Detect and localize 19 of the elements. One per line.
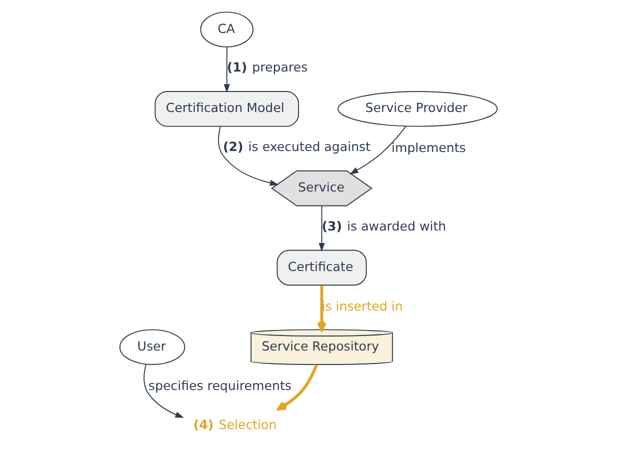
node-box: Certificate (276, 250, 367, 286)
edge-label: implements (391, 140, 466, 155)
edge-label: (2) is executed against (222, 138, 371, 154)
arrow (318, 206, 325, 252)
edge-label: (1) prepares (226, 60, 308, 75)
arrow (277, 364, 318, 410)
node-ellipse: Service Provider (338, 90, 498, 127)
arrow (350, 126, 406, 174)
node-ellipse: CA (200, 12, 254, 48)
edge-label: specifies requirements (148, 378, 292, 394)
edge-label: is inserted in (322, 298, 403, 314)
node-ellipse: User (119, 329, 186, 366)
arrow (218, 126, 279, 186)
node-box: Certification Model (154, 90, 299, 127)
node-text: (4) Selection (193, 416, 277, 432)
arrow (224, 46, 230, 93)
arrow (144, 364, 184, 418)
edge-label: (3) is awarded with (322, 218, 446, 234)
arrow (317, 285, 326, 332)
